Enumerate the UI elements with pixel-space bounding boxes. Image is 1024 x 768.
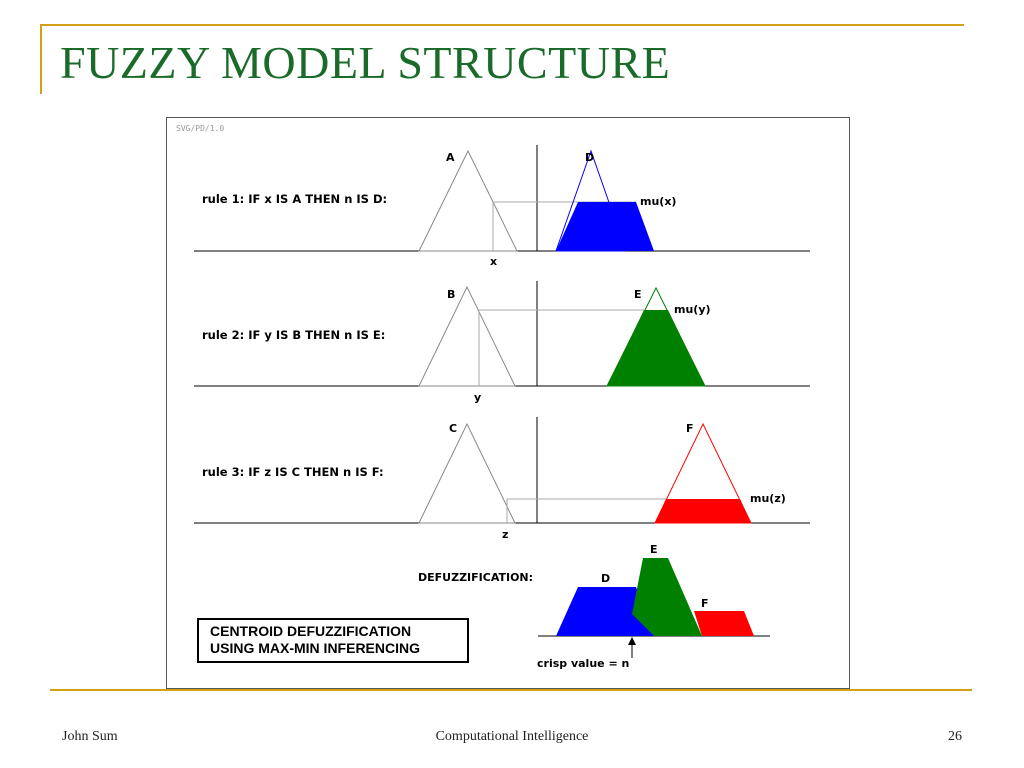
rule-3-membership: mu(z) [750,492,786,505]
rule-2-text: rule 2: IF y IS B THEN n IS E: [202,328,385,342]
rule-2-input-triangle [418,285,516,387]
rule-1-group: rule 1: IF x IS A THEN n IS D: A x D mu(… [194,145,810,268]
defuzz-e-label: E [650,543,658,556]
left-accent-line [40,24,42,94]
rule-2-membership: mu(y) [674,303,711,316]
crisp-label: crisp value = n [537,657,629,670]
crisp-arrow-head [628,637,636,645]
centroid-box-line2: USING MAX-MIN INFERENCING [210,640,420,656]
footer-page-number: 26 [948,729,962,744]
footer-author: John Sum [62,729,118,744]
rule-3-input-set: C [449,422,457,435]
defuzz-f-shape [694,611,754,636]
bottom-accent-line [50,689,972,691]
rule-2-output-set: E [634,288,642,301]
diagram-frame [166,117,850,689]
defuzz-d-shape [556,587,654,636]
fuzzy-diagram: SVG/PD/1.0 rule 1: IF x IS A THEN n IS D… [166,117,850,689]
rule-1-input-triangle [418,149,518,252]
corner-tag: SVG/PD/1.0 [176,124,224,133]
rule-1-output-set: D [585,151,594,164]
defuzz-e-shape [632,558,702,636]
rule-3-output-set: F [686,422,694,435]
rule-3-input-triangle [418,422,516,524]
rule-1-output-clipped [556,202,654,251]
centroid-box: CENTROID DEFUZZIFICATION USING MAX-MIN I… [197,618,469,663]
defuzz-d-label: D [601,572,610,585]
rule-3-group: rule 3: IF z IS C THEN n IS F: C z F mu(… [194,417,810,541]
rule-3-input-var: z [502,528,508,541]
rule-3-output-clipped [655,499,751,523]
rule-3-text: rule 3: IF z IS C THEN n IS F: [202,465,384,479]
rule-1-text: rule 1: IF x IS A THEN n IS D: [202,192,387,206]
footer-course: Computational Intelligence [435,729,589,744]
rule-1-input-set: A [446,151,455,164]
rule-1-input-var: x [490,255,497,268]
defuzz-f-label: F [701,597,709,610]
slide-title: FUZZY MODEL STRUCTURE [60,37,671,88]
rule-1-membership: mu(x) [640,195,676,208]
defuzz-group: DEFUZZIFICATION: D E F crisp value = n [418,543,770,670]
rule-2-input-set: B [447,288,455,301]
centroid-box-line1: CENTROID DEFUZZIFICATION [210,623,411,639]
centroid-box-frame [197,618,469,663]
top-accent-line [40,24,964,26]
rule-2-output-clipped [607,310,705,386]
rule-2-input-var: y [474,391,481,404]
defuzz-label: DEFUZZIFICATION: [418,571,533,584]
rule-2-group: rule 2: IF y IS B THEN n IS E: B y E mu(… [194,281,810,404]
